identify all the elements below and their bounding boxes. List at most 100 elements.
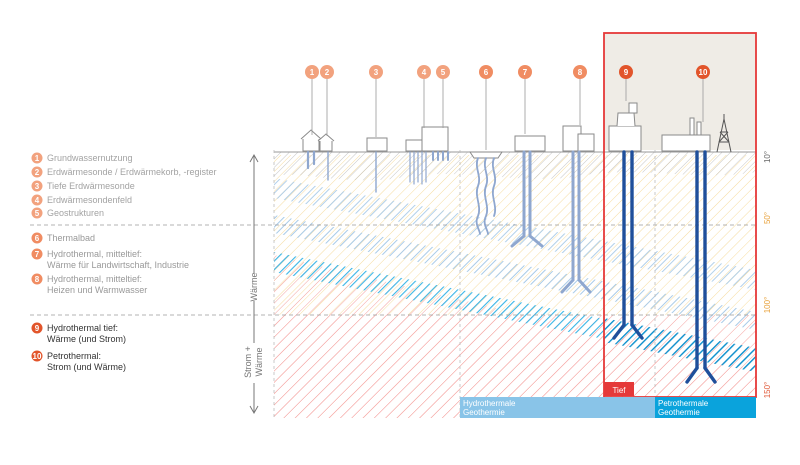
- marker-number: 9: [624, 68, 629, 77]
- marker-2: 2: [320, 65, 334, 136]
- marker-8: 8: [573, 65, 587, 125]
- temperature-labels: 10° 50° 100° 150°: [763, 151, 772, 398]
- aquifer-layer-deep: [604, 318, 756, 372]
- legend-badge-6: [31, 232, 43, 244]
- legend-text-line2: Heizen und Warmwasser: [47, 285, 147, 295]
- legend-badge-8: [31, 273, 43, 285]
- legend-badge-4: [31, 194, 43, 206]
- marker-badge-2: [320, 65, 334, 79]
- legend-text: Tiefe Erdwärmesonde: [47, 181, 135, 191]
- legend-number: 1: [35, 154, 40, 163]
- hydro-banner-line1: Hydrothermale: [463, 399, 516, 408]
- marker-number: 3: [374, 68, 379, 77]
- marker-badge-9: [619, 65, 633, 79]
- marker-badge-8: [573, 65, 587, 79]
- marker-badge-1: [305, 65, 319, 79]
- legend-badge-7: [31, 248, 43, 260]
- legend-item-8: 8 Hydrothermal, mitteltief:Heizen und War…: [31, 273, 147, 295]
- legend-item-3: 3 Tiefe Erdwärmesonde: [31, 180, 135, 192]
- legend-badge-1: [31, 152, 43, 164]
- hydro-banner: [460, 397, 655, 418]
- surface-buildings: [300, 102, 711, 159]
- axis-label-strom-waerme: Wärme: [254, 348, 264, 377]
- legend-item-4: 4 Erdwärmesondenfeld: [31, 194, 132, 206]
- legend-number: 8: [35, 275, 40, 284]
- legend-number: 9: [35, 324, 40, 333]
- legend: 1 Grundwassernutzung 2 Erdwärmesonde / Erdw…: [31, 152, 217, 372]
- legend-text: Grundwassernutzung: [47, 153, 133, 163]
- marker-6: 6: [479, 65, 493, 150]
- temperature-label: 10°: [763, 151, 772, 163]
- marker-number: 2: [325, 68, 330, 77]
- marker-10: 10: [696, 65, 710, 122]
- legend-item-10: 10 Petrothermal:Strom (und Wärme): [31, 350, 126, 372]
- legend-text-line2: Wärme für Landwirtschaft, Industrie: [47, 260, 189, 270]
- temperature-label: 100°: [763, 297, 772, 314]
- legend-text: Hydrothermal, mitteltief:: [47, 249, 142, 259]
- marker-badge-7: [518, 65, 532, 79]
- petro-banner: [655, 397, 756, 418]
- marker-4: 4: [417, 65, 431, 128]
- marker-number: 10: [699, 68, 708, 77]
- legend-text: Thermalbad: [47, 233, 95, 243]
- legend-badge-2: [31, 166, 43, 178]
- marker-badge-4: [417, 65, 431, 79]
- legend-text: Erdwärmesondenfeld: [47, 195, 132, 205]
- legend-text: Petrothermal:: [47, 351, 101, 361]
- legend-text: Hydrothermal tief:: [47, 323, 118, 333]
- depth-axis: Wärme Strom + Wärme: [243, 153, 264, 415]
- tief-label: Tief: [612, 386, 626, 395]
- marker-5: 5: [436, 65, 450, 128]
- marker-number: 1: [310, 68, 315, 77]
- legend-item-2: 2 Erdwärmesonde / Erdwärmekorb, -register: [31, 166, 217, 178]
- legend-item-7: 7 Hydrothermal, mitteltief:Wärme für Land…: [31, 248, 189, 270]
- legend-item-6: 6 Thermalbad: [31, 232, 95, 244]
- legend-text-line2: Wärme (und Strom): [47, 334, 126, 344]
- legend-item-9: 9 Hydrothermal tief:Wärme (und Strom): [31, 322, 126, 344]
- marker-number: 4: [422, 68, 427, 77]
- axis-label-strom: Strom +: [243, 346, 253, 378]
- legend-text: Hydrothermal, mitteltief:: [47, 274, 142, 284]
- marker-number: 8: [578, 68, 583, 77]
- hydro-banner-line2: Geothermie: [463, 408, 505, 417]
- marker-badge-10: [696, 65, 710, 79]
- legend-number: 5: [35, 209, 40, 218]
- legend-item-1: 1 Grundwassernutzung: [31, 152, 133, 164]
- legend-number: 7: [35, 250, 40, 259]
- petro-banner-line2: Geothermie: [658, 408, 700, 417]
- tief-label-box: [604, 382, 634, 396]
- legend-badge-3: [31, 180, 43, 192]
- marker-number: 6: [484, 68, 489, 77]
- marker-7: 7: [518, 65, 532, 134]
- temperature-label: 50°: [763, 212, 772, 224]
- markers: 1 2 3 4 5 6 7 8 9 10: [305, 65, 710, 150]
- marker-1: 1: [305, 65, 319, 135]
- legend-number: 4: [35, 196, 40, 205]
- axis-label-waerme: Wärme: [249, 273, 259, 302]
- aquifer-layer-1: [274, 178, 756, 290]
- legend-number: 6: [35, 234, 40, 243]
- marker-9: 9: [619, 65, 633, 101]
- legend-text: Geostrukturen: [47, 208, 104, 218]
- ground-layers: [274, 150, 756, 418]
- marker-3: 3: [369, 65, 383, 137]
- aquifer-layer-2: [274, 215, 756, 330]
- legend-badge-9: [31, 322, 43, 334]
- legend-item-5: 5 Geostrukturen: [31, 207, 104, 219]
- legend-number: 3: [35, 182, 40, 191]
- legend-badge-5: [31, 207, 43, 219]
- marker-number: 5: [441, 68, 446, 77]
- probes: [306, 150, 717, 384]
- marker-badge-3: [369, 65, 383, 79]
- legend-badge-10: [31, 350, 43, 362]
- marker-badge-6: [479, 65, 493, 79]
- legend-text-line2: Strom (und Wärme): [47, 362, 126, 372]
- legend-number: 2: [35, 168, 40, 177]
- temperature-label: 150°: [763, 382, 772, 399]
- legend-text: Erdwärmesonde / Erdwärmekorb, -register: [47, 167, 217, 177]
- legend-number: 10: [33, 352, 42, 361]
- petro-banner-line1: Petrothermale: [658, 399, 709, 408]
- marker-number: 7: [523, 68, 528, 77]
